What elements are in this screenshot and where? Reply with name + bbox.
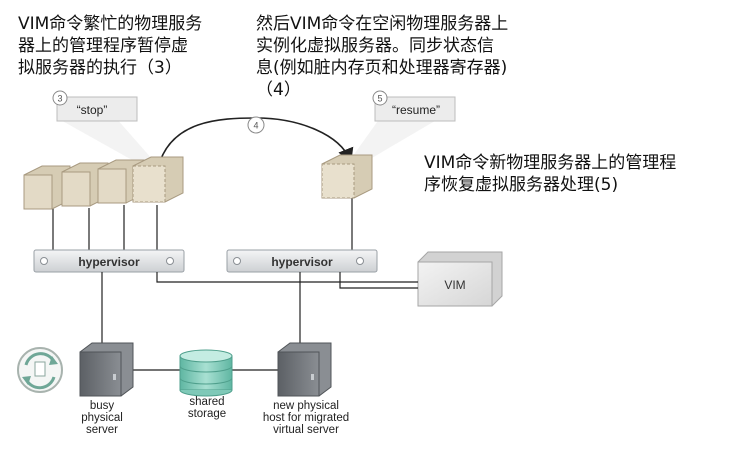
stop-callout-text: “stop” bbox=[77, 103, 108, 117]
left-hypervisor-label: hypervisor bbox=[78, 255, 140, 269]
shared-storage bbox=[179, 349, 233, 397]
right-hypervisor: hypervisor bbox=[226, 249, 378, 273]
caption-step-5: VIM命令新物理服务器上的管理程 序恢复虚拟服务器处理(5) bbox=[424, 153, 677, 195]
migration-step-number: 4 bbox=[253, 121, 258, 131]
stop-callout: 3 “stop” bbox=[52, 90, 138, 122]
left-vm-links bbox=[52, 200, 158, 250]
virtual-machine-migrated bbox=[321, 154, 373, 199]
left-hypervisor: hypervisor bbox=[33, 249, 185, 273]
caption-step-4: 然后VIM命令在空闲物理服务器上 实例化虚拟服务器。同步状态信 息(例如脏内存页… bbox=[256, 14, 509, 100]
busy-physical-server bbox=[79, 342, 134, 397]
shared-storage-label: shared storage bbox=[187, 396, 227, 420]
stop-callout-number: 3 bbox=[57, 94, 62, 104]
resume-callout: 5 “resume” bbox=[372, 90, 456, 122]
vim-wiring bbox=[101, 272, 418, 371]
right-hypervisor-label: hypervisor bbox=[271, 255, 333, 269]
new-server-label: new physical host for migrated virtual s… bbox=[262, 400, 350, 436]
stop-beam bbox=[57, 118, 160, 170]
resume-beam bbox=[350, 118, 440, 165]
resume-callout-number: 5 bbox=[377, 94, 382, 104]
new-physical-server bbox=[277, 342, 332, 397]
virtual-machine-paused bbox=[132, 156, 184, 203]
resume-callout-text: “resume” bbox=[392, 103, 440, 117]
caption-step-3: VIM命令繁忙的物理服务 器上的管理程序暂停虚 拟服务器的执行（3） bbox=[18, 14, 203, 78]
migration-step-badge: 4 bbox=[247, 116, 265, 134]
busy-server-label: busy physical server bbox=[81, 400, 123, 436]
vim-box: VIM bbox=[417, 251, 503, 307]
recycle-icon bbox=[17, 347, 63, 393]
vim-label: VIM bbox=[444, 278, 465, 292]
